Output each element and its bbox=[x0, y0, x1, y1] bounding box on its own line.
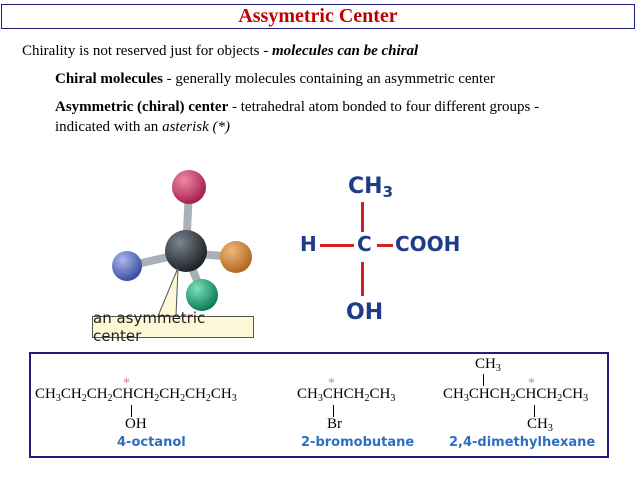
intro-emphasis: molecules can be chiral bbox=[271, 43, 419, 59]
chiral-molecules-definition: - generally molecules containing an asym… bbox=[162, 71, 495, 87]
bottom-atom bbox=[186, 279, 218, 311]
slide-title: Assymetric Center bbox=[238, 5, 398, 27]
formula-part: CHCH bbox=[468, 386, 511, 402]
fischer-bond-left bbox=[320, 244, 354, 247]
asymmetric-center-atom bbox=[165, 230, 207, 272]
formula-part: CH bbox=[369, 386, 391, 402]
bromobutane-branch-bond bbox=[333, 405, 334, 417]
ball-and-stick-model bbox=[112, 170, 252, 317]
fischer-center-atom: C bbox=[357, 232, 372, 256]
fischer-top-group: CH3 bbox=[348, 174, 393, 201]
formula-part: CHCH bbox=[515, 386, 558, 402]
formula-sub: 2 bbox=[154, 393, 160, 404]
formula-part: CH bbox=[475, 356, 496, 372]
formula-sub: 2 bbox=[205, 393, 211, 404]
formula-sub: 3 bbox=[547, 423, 553, 434]
formula-part: CH bbox=[35, 386, 56, 402]
bromobutane-substituent: Br bbox=[327, 416, 342, 432]
intro-text: Chirality is not reserved just for objec… bbox=[22, 43, 272, 59]
formula-part: CHCH bbox=[112, 386, 155, 402]
octanol-name: 4-octanol bbox=[117, 435, 186, 450]
formula-sub: 3 bbox=[55, 393, 61, 404]
dimethylhexane-name: 2,4-dimethylhexane bbox=[449, 435, 596, 450]
asterisk-emphasis: asterisk (*) bbox=[162, 119, 230, 135]
formula-part: CH bbox=[562, 386, 584, 402]
formula-part: CHCH bbox=[322, 386, 365, 402]
chiral-molecules-term: Chiral molecules bbox=[55, 71, 163, 87]
fischer-bottom-group: OH bbox=[346, 300, 384, 325]
fischer-top-sub: 3 bbox=[382, 183, 393, 201]
asymmetric-center-definition: - tetrahedral atom bonded to four differ… bbox=[228, 99, 540, 115]
octanol-asterisk: * bbox=[123, 376, 130, 391]
asterisk-text: indicated with an bbox=[55, 119, 163, 135]
dimethylhexane-formula: CH3CHCH2CHCH2CH3 bbox=[443, 386, 588, 404]
formula-part: CH bbox=[210, 386, 232, 402]
formula-sub: 3 bbox=[463, 393, 469, 404]
formula-part: CH bbox=[527, 416, 548, 432]
dimethylhexane-top-bond bbox=[483, 374, 484, 386]
bromobutane-asterisk: * bbox=[328, 376, 335, 391]
asymmetric-center-term: Asymmetric (chiral) center bbox=[55, 99, 229, 115]
formula-part: CH bbox=[185, 386, 206, 402]
formula-sub: 3 bbox=[495, 363, 501, 374]
top-atom bbox=[172, 170, 206, 204]
asymmetric-center-line: Asymmetric (chiral) center - tetrahedral… bbox=[55, 99, 539, 116]
octanol-branch-bond bbox=[131, 405, 132, 417]
formula-sub: 3 bbox=[583, 393, 589, 404]
formula-part: CH bbox=[443, 386, 464, 402]
formula-sub: 2 bbox=[364, 393, 370, 404]
formula-part: CH bbox=[159, 386, 181, 402]
octanol-formula: CH3CH2CH2CHCH2CH2CH2CH3 bbox=[35, 386, 237, 404]
examples-box: * CH3CH2CH2CHCH2CH2CH2CH3 OH 4-octanol *… bbox=[29, 352, 609, 458]
asymmetric-center-callout: an asymmetric center bbox=[92, 309, 254, 345]
bromobutane-formula: CH3CHCH2CH3 bbox=[297, 386, 395, 404]
fischer-bond-bottom bbox=[361, 262, 364, 296]
title-bar: Assymetric Center bbox=[1, 4, 635, 29]
lactic-acid-structure: CH3 H C COOH OH bbox=[296, 172, 476, 332]
fischer-bond-right bbox=[377, 244, 393, 247]
formula-sub: 3 bbox=[231, 393, 237, 404]
formula-sub: 2 bbox=[510, 393, 516, 404]
octanol-substituent: OH bbox=[125, 416, 147, 432]
formula-sub: 2 bbox=[180, 393, 186, 404]
formula-sub: 3 bbox=[317, 393, 323, 404]
chiral-molecules-line: Chiral molecules - generally molecules c… bbox=[55, 71, 495, 88]
asterisk-line: indicated with an asterisk (*) bbox=[55, 119, 230, 136]
intro-line: Chirality is not reserved just for objec… bbox=[22, 43, 418, 60]
fischer-bond-top bbox=[361, 202, 364, 232]
dimethylhexane-top-substituent: CH3 bbox=[475, 356, 501, 374]
bromobutane-name: 2-bromobutane bbox=[301, 435, 415, 450]
fischer-right-group: COOH bbox=[395, 232, 461, 256]
formula-part: CH bbox=[86, 386, 108, 402]
formula-sub: 2 bbox=[81, 393, 87, 404]
dimethylhexane-bottom-substituent: CH3 bbox=[527, 416, 553, 434]
right-atom bbox=[220, 241, 252, 273]
fischer-top-main: CH bbox=[348, 174, 383, 199]
dimethylhexane-asterisk: * bbox=[528, 376, 535, 391]
formula-sub: 2 bbox=[107, 393, 113, 404]
left-atom bbox=[112, 251, 142, 281]
formula-sub: 3 bbox=[390, 393, 396, 404]
dimethylhexane-bottom-bond bbox=[534, 405, 535, 417]
formula-part: CH bbox=[297, 386, 318, 402]
formula-sub: 2 bbox=[557, 393, 563, 404]
formula-part: CH bbox=[60, 386, 82, 402]
fischer-left-group: H bbox=[300, 232, 317, 256]
